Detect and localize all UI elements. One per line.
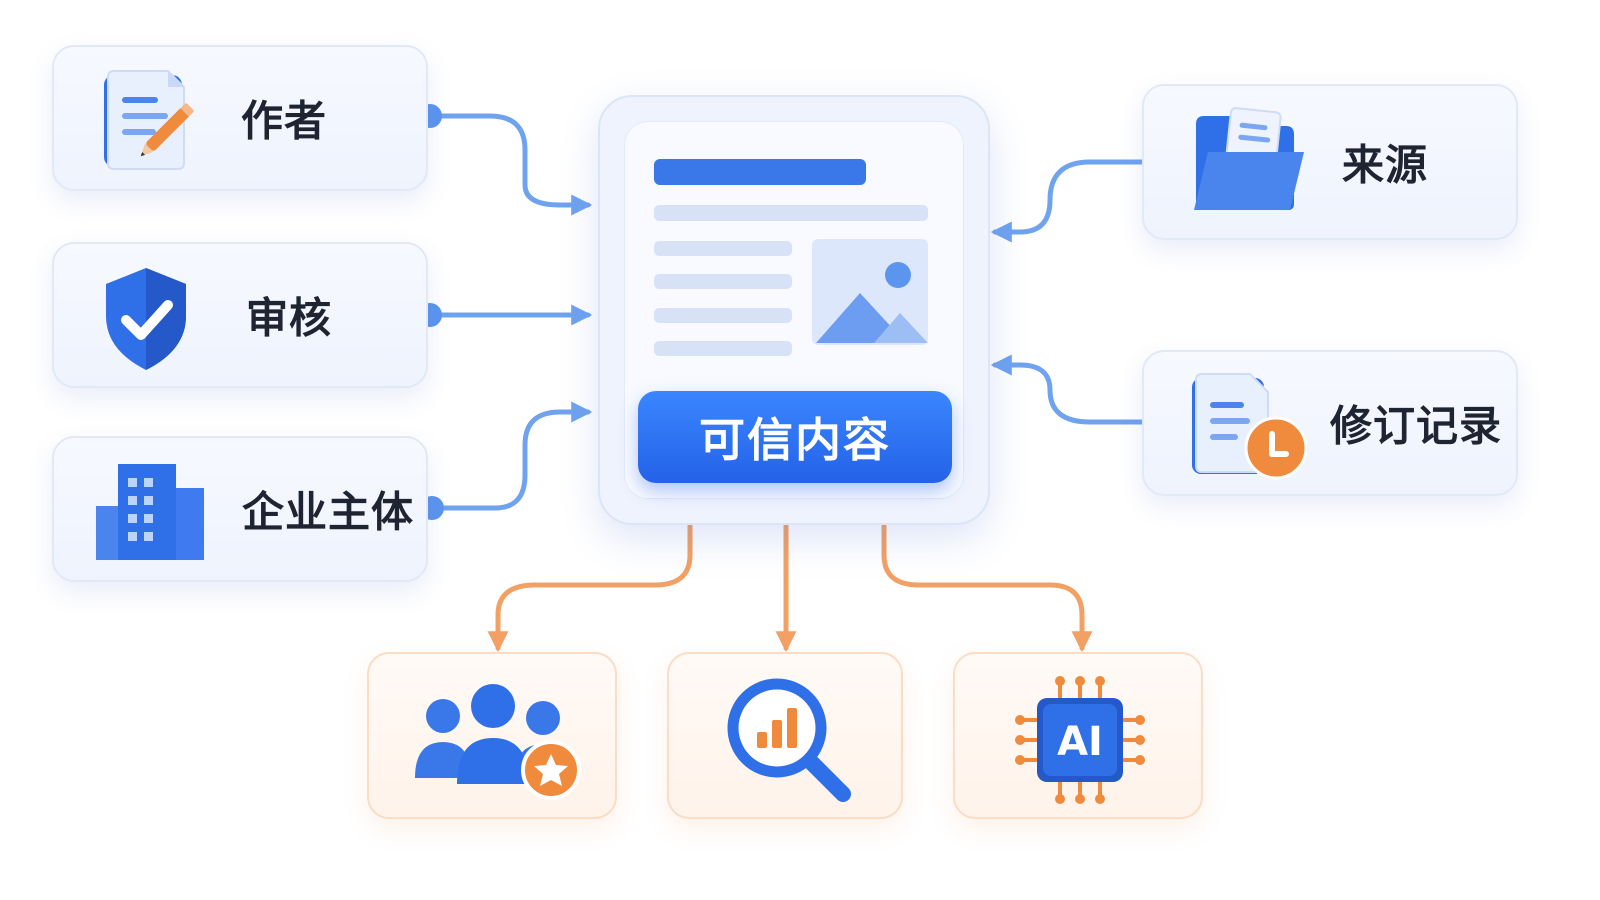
connector-author: [435, 113, 593, 216]
article-document-icon: 可信内容: [624, 121, 964, 499]
connector-revisions: [990, 354, 1158, 425]
document-clock-icon: [1188, 372, 1310, 482]
ai-chip-icon: AI: [1013, 674, 1147, 806]
connector-out-users: [487, 519, 693, 653]
search-chart-icon: [725, 676, 855, 806]
input-label-entity: 企业主体: [242, 487, 415, 537]
connector-out-ai: [881, 519, 1093, 653]
input-card-author[interactable]: 作者: [52, 45, 428, 191]
input-label-review: 审核: [246, 293, 333, 343]
buildings-icon: [94, 456, 208, 562]
document-edit-icon: [98, 69, 213, 174]
input-card-source[interactable]: 来源: [1142, 84, 1518, 240]
output-card-ai[interactable]: AI: [953, 652, 1203, 819]
output-card-search[interactable]: [667, 652, 903, 819]
connector-entity: [437, 401, 593, 511]
folder-documents-icon: [1190, 106, 1310, 216]
output-card-users[interactable]: [367, 652, 617, 819]
ai-chip-label: AI: [1057, 719, 1103, 765]
input-label-revisions: 修订记录: [1330, 401, 1503, 451]
trusted-content-button[interactable]: 可信内容: [638, 391, 952, 483]
input-card-entity[interactable]: 企业主体: [52, 436, 428, 582]
trusted-content-panel: 可信内容: [598, 95, 990, 525]
shield-check-icon: [98, 264, 194, 374]
input-card-revisions[interactable]: 修订记录: [1142, 350, 1518, 496]
connector-source: [990, 159, 1158, 243]
input-card-review[interactable]: 审核: [52, 242, 428, 388]
users-star-icon: [411, 680, 583, 800]
input-label-source: 来源: [1342, 140, 1429, 190]
input-label-author: 作者: [241, 96, 328, 146]
